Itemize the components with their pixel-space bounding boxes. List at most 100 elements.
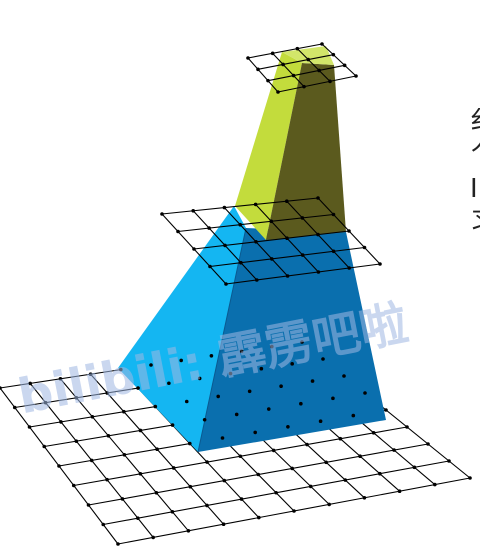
top-grid-node <box>331 52 336 57</box>
middle-grid-node <box>238 222 242 227</box>
bottom-grid-node <box>363 391 367 395</box>
top-grid-line <box>321 43 357 77</box>
side-text-line-2: ⺈ <box>470 142 480 168</box>
bottom-grid-node <box>58 377 63 381</box>
bottom-grid-node <box>257 515 261 520</box>
bottom-grid-node <box>318 419 323 424</box>
bottom-grid-node <box>362 496 367 500</box>
bottom-grid-node <box>426 442 430 446</box>
bottom-grid-node <box>397 489 402 494</box>
top-grid-line <box>296 48 331 82</box>
bottom-grid-node <box>59 420 63 424</box>
bottom-grid-node <box>153 404 158 409</box>
bottom-grid-node <box>90 415 95 419</box>
bottom-grid-node <box>86 503 91 507</box>
bottom-grid-node <box>239 349 244 354</box>
upper-frustum-top-face <box>282 46 334 65</box>
middle-grid-node <box>222 205 227 210</box>
middle-grid-node <box>192 247 196 251</box>
bottom-grid-node <box>253 430 257 435</box>
bottom-grid-node <box>324 460 328 465</box>
bottom-grid-node <box>321 357 325 361</box>
middle-grid-node <box>285 236 289 240</box>
side-text-line-4: 习 <box>470 210 480 236</box>
bottom-grid-node <box>239 497 244 501</box>
middle-grid-node <box>316 270 321 274</box>
bottom-grid-node <box>179 358 183 363</box>
bottom-grid-node <box>433 482 437 487</box>
bottom-grid-node <box>220 436 225 440</box>
middle-grid-node <box>316 196 320 200</box>
top-grid-node <box>246 56 250 60</box>
bottom-grid-node <box>351 413 356 418</box>
bottom-grid-node <box>228 371 233 376</box>
top-grid-line <box>272 52 305 88</box>
bottom-grid-node <box>188 441 192 446</box>
bottom-grid-node <box>202 417 207 422</box>
middle-grid-node <box>300 253 305 257</box>
bottom-grid-node <box>170 423 175 427</box>
bottom-grid-node <box>343 478 348 482</box>
bottom-grid-node <box>171 466 176 470</box>
top-grid-node <box>276 90 280 94</box>
bottom-grid-node <box>338 436 343 441</box>
upper-frustum-left-face <box>235 52 302 240</box>
bottom-grid-node <box>234 412 239 417</box>
middle-grid-node <box>269 219 274 224</box>
bottom-grid-node <box>286 425 290 429</box>
lower-frustum-edge <box>197 227 247 453</box>
bottom-grid-node <box>209 354 214 358</box>
middle-grid-node <box>285 199 289 203</box>
lower-frustum-right-face <box>198 228 386 452</box>
lower-frustum <box>118 206 386 453</box>
middle-grid-node <box>224 282 228 286</box>
bottom-grid-node <box>327 502 332 507</box>
bottom-grid-node <box>106 434 111 438</box>
top-grid-node <box>317 68 321 73</box>
bottom-grid-node <box>101 522 106 527</box>
bottom-grid-node <box>238 454 243 459</box>
bottom-grid-node <box>120 497 125 501</box>
bottom-grid-node <box>184 399 189 404</box>
bottom-grid-node <box>136 386 140 390</box>
bottom-grid-node <box>221 522 226 526</box>
middle-grid-node <box>253 202 258 207</box>
middle-grid-line <box>193 230 350 250</box>
bottom-grid-node <box>270 344 274 349</box>
bottom-grid-node <box>412 465 417 470</box>
bottom-grid-node <box>0 386 2 390</box>
middle-grid-node <box>270 257 274 261</box>
middle-grid-line <box>177 213 334 233</box>
bottom-grid-node <box>405 425 409 429</box>
bottom-grid-node <box>74 396 79 400</box>
lower-frustum-left-face <box>118 206 246 452</box>
middle-grid-node <box>300 216 305 220</box>
top-grid-plane <box>247 43 357 93</box>
middle-grid-node <box>362 245 367 250</box>
bottom-grid-node <box>57 464 61 468</box>
bottom-grid-node <box>105 391 110 395</box>
middle-grid-node <box>191 209 195 213</box>
middle-grid-node <box>285 274 290 278</box>
top-grid-node <box>270 51 275 56</box>
bottom-grid-node <box>378 471 382 476</box>
bottom-grid-node <box>266 407 271 411</box>
top-grid-node <box>302 84 306 89</box>
bottom-grid-node <box>136 516 140 520</box>
top-grid-line <box>257 54 334 70</box>
top-grid-node <box>328 79 332 84</box>
top-grid-node <box>266 78 270 83</box>
bottom-grid-node <box>274 490 278 495</box>
bottom-grid-node <box>279 384 283 389</box>
bottom-grid-node <box>205 503 209 508</box>
top-grid-node <box>256 67 260 72</box>
bottom-grid-node <box>342 374 346 378</box>
bottom-grid-node <box>122 409 126 414</box>
top-grid-node <box>306 57 311 62</box>
bottom-grid-node <box>247 389 252 394</box>
side-text-line-1: 纟 <box>470 108 480 134</box>
bottom-grid-node <box>42 444 47 449</box>
bottom-grid-node <box>89 458 94 463</box>
bottom-grid-node <box>305 442 309 447</box>
